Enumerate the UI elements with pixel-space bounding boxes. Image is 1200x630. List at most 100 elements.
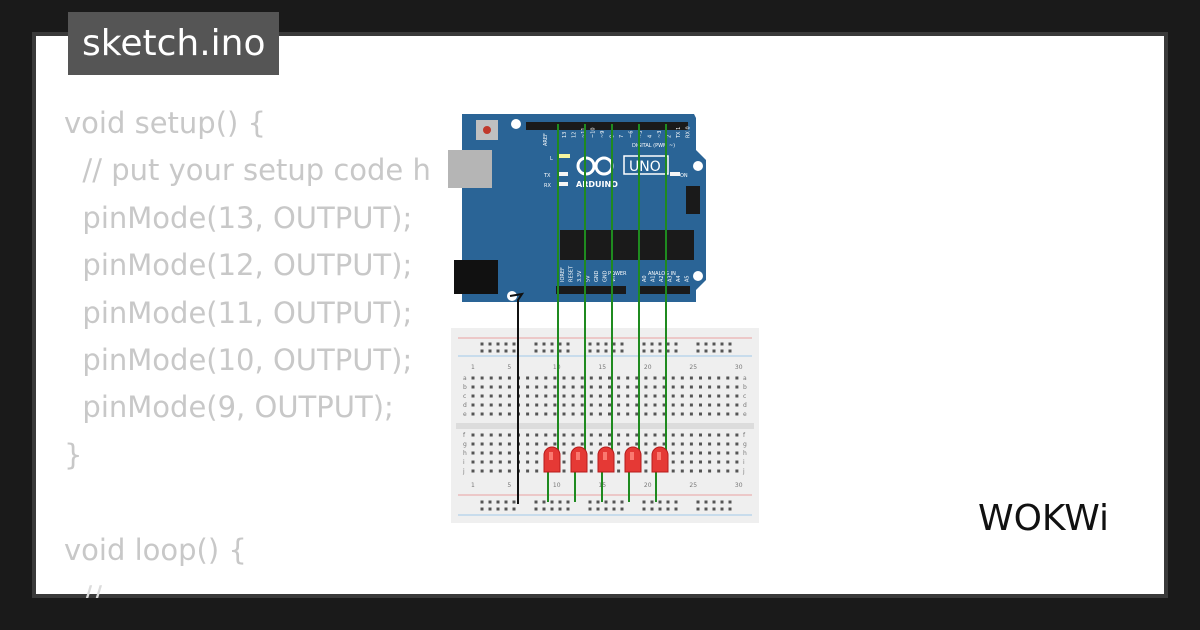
file-tab[interactable]: sketch.ino <box>68 12 280 75</box>
breadboard-rail-hole <box>704 349 708 353</box>
breadboard-hole <box>480 394 484 398</box>
breadboard-hole <box>535 412 539 416</box>
breadboard-hole <box>699 412 702 416</box>
breadboard-rail-hole <box>642 500 646 504</box>
breadboard-hole <box>526 460 530 464</box>
code-line: // ... <box>64 579 139 598</box>
analog-pin-label: A4 <box>676 275 682 282</box>
breadboard-rail-hole <box>534 349 538 353</box>
breadboard-rail-hole <box>596 342 600 346</box>
reset-button-cap <box>483 126 491 134</box>
row-letter: e <box>463 411 467 418</box>
power-jack <box>454 260 498 294</box>
breadboard-hole <box>598 433 602 437</box>
breadboard-rail-hole <box>720 349 724 353</box>
breadboard-hole <box>635 403 639 407</box>
breadboard-hole <box>571 412 575 416</box>
mount-hole <box>693 271 703 281</box>
breadboard-rail-hole <box>620 507 624 511</box>
breadboard-hole <box>662 376 666 380</box>
breadboard-hole <box>726 451 730 455</box>
breadboard-hole <box>717 376 721 380</box>
breadboard-rail-hole <box>612 342 616 346</box>
breadboard-hole <box>526 433 530 437</box>
breadboard-rail-hole <box>596 349 600 353</box>
breadboard-hole <box>598 385 602 389</box>
breadboard-hole <box>526 394 530 398</box>
breadboard-hole <box>471 451 475 455</box>
breadboard-rail-hole <box>728 342 732 346</box>
code-line: pinMode(10, OUTPUT); <box>64 342 413 377</box>
digital-pin-label: 12 <box>572 132 578 138</box>
breadboard-hole <box>608 433 611 437</box>
breadboard-hole <box>535 394 539 398</box>
breadboard-hole <box>717 403 721 407</box>
breadboard-rail-hole <box>480 507 484 511</box>
breadboard-hole <box>589 376 593 380</box>
leds[interactable] <box>543 446 669 473</box>
breadboard-hole <box>598 403 602 407</box>
breadboard-hole <box>526 442 530 446</box>
breadboard-rail-hole <box>488 342 492 346</box>
breadboard-hole <box>617 469 621 473</box>
breadboard-rail-hole <box>650 500 654 504</box>
row-letter: f <box>463 432 466 439</box>
digital-pin-label: TX 1 <box>676 127 682 139</box>
breadboard-rail-hole <box>588 342 592 346</box>
breadboard-hole <box>498 394 502 398</box>
breadboard-hole <box>680 451 684 455</box>
breadboard-hole <box>553 412 557 416</box>
breadboard-hole <box>671 412 675 416</box>
arduino-board[interactable]: ARDUINO UNO DIGITAL (PWM ~) ANALOG IN PO… <box>448 114 706 302</box>
breadboard-rail-hole <box>642 507 646 511</box>
breadboard-hole <box>644 451 648 455</box>
column-number: 25 <box>689 482 697 489</box>
wokwi-logo-text: WOKWi <box>978 498 1109 539</box>
breadboard-hole <box>589 451 593 455</box>
breadboard-hole <box>589 460 593 464</box>
mount-hole <box>693 161 703 171</box>
row-letter: c <box>463 393 466 400</box>
breadboard-hole <box>571 385 575 389</box>
breadboard-hole <box>662 433 666 437</box>
breadboard-rail-hole <box>558 342 562 346</box>
breadboard-rail-hole <box>612 500 616 504</box>
column-number: 15 <box>598 364 606 371</box>
breadboard-hole <box>507 412 511 416</box>
column-number: 30 <box>735 482 743 489</box>
breadboard-hole <box>617 376 621 380</box>
breadboard-hole <box>489 451 493 455</box>
breadboard-hole <box>726 385 730 389</box>
column-number: 5 <box>507 482 511 489</box>
breadboard-rail-hole <box>712 507 716 511</box>
breadboard-hole <box>708 442 712 446</box>
breadboard-hole <box>507 385 511 389</box>
breadboard-hole <box>489 469 493 473</box>
breadboard-hole <box>535 385 539 389</box>
breadboard-rail-hole <box>480 349 484 353</box>
breadboard-hole <box>708 385 712 389</box>
breadboard-hole <box>480 442 484 446</box>
breadboard-hole <box>689 442 693 446</box>
power-header <box>556 286 626 294</box>
breadboard-hole <box>708 451 712 455</box>
breadboard-hole <box>662 403 666 407</box>
breadboard-rail-hole <box>534 500 538 504</box>
breadboard-hole <box>498 469 502 473</box>
breadboard-hole <box>699 433 702 437</box>
breadboard-rail-hole <box>620 342 624 346</box>
breadboard-rail-hole <box>612 349 616 353</box>
on-label: ON <box>680 173 688 179</box>
breadboard-hole <box>535 376 539 380</box>
breadboard-hole <box>535 469 539 473</box>
breadboard-rail-hole <box>596 507 600 511</box>
code-editor[interactable]: void setup() { // put your setup code h … <box>64 100 431 598</box>
wires[interactable] <box>509 124 667 504</box>
breadboard-hole <box>553 394 557 398</box>
breadboard-hole <box>471 442 475 446</box>
l-led <box>558 154 570 158</box>
breadboard-rail-hole <box>704 500 708 504</box>
breadboard-rail-hole <box>666 349 670 353</box>
